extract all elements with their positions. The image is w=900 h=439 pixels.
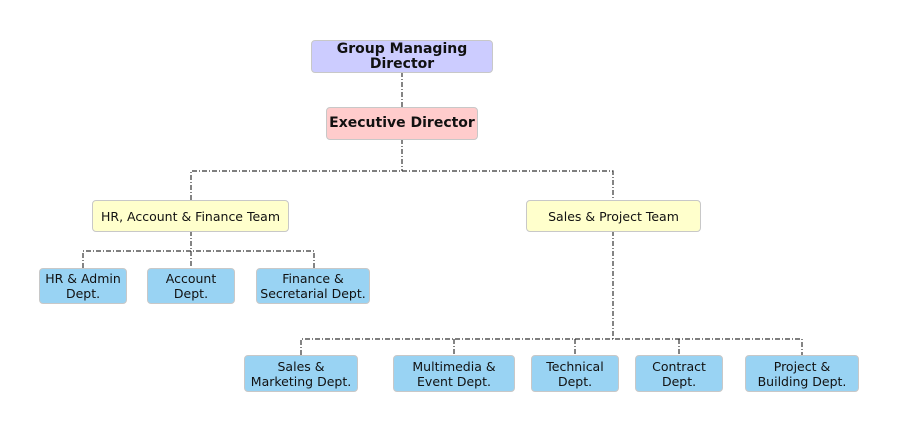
connector-hr-team-depts [82, 231, 315, 268]
node-multimedia-event-dept: Multimedia & Event Dept. [393, 355, 515, 392]
node-hr-account-finance-team: HR, Account & Finance Team [92, 200, 289, 232]
node-hr-admin-dept: HR & Admin Dept. [39, 268, 127, 304]
connector-ed-teams [190, 139, 614, 200]
node-sales-project-team: Sales & Project Team [526, 200, 701, 232]
node-account-dept: Account Dept. [147, 268, 235, 304]
node-technical-dept: Technical Dept. [531, 355, 619, 392]
node-sales-marketing-dept: Sales & Marketing Dept. [244, 355, 358, 392]
node-group-managing-director: Group Managing Director [311, 40, 493, 73]
node-finance-secretarial-dept: Finance & Secretarial Dept. [256, 268, 370, 304]
connector-sales-team-depts [300, 231, 803, 355]
node-executive-director: Executive Director [326, 107, 478, 140]
node-project-building-dept: Project & Building Dept. [745, 355, 859, 392]
node-contract-dept: Contract Dept. [635, 355, 723, 392]
